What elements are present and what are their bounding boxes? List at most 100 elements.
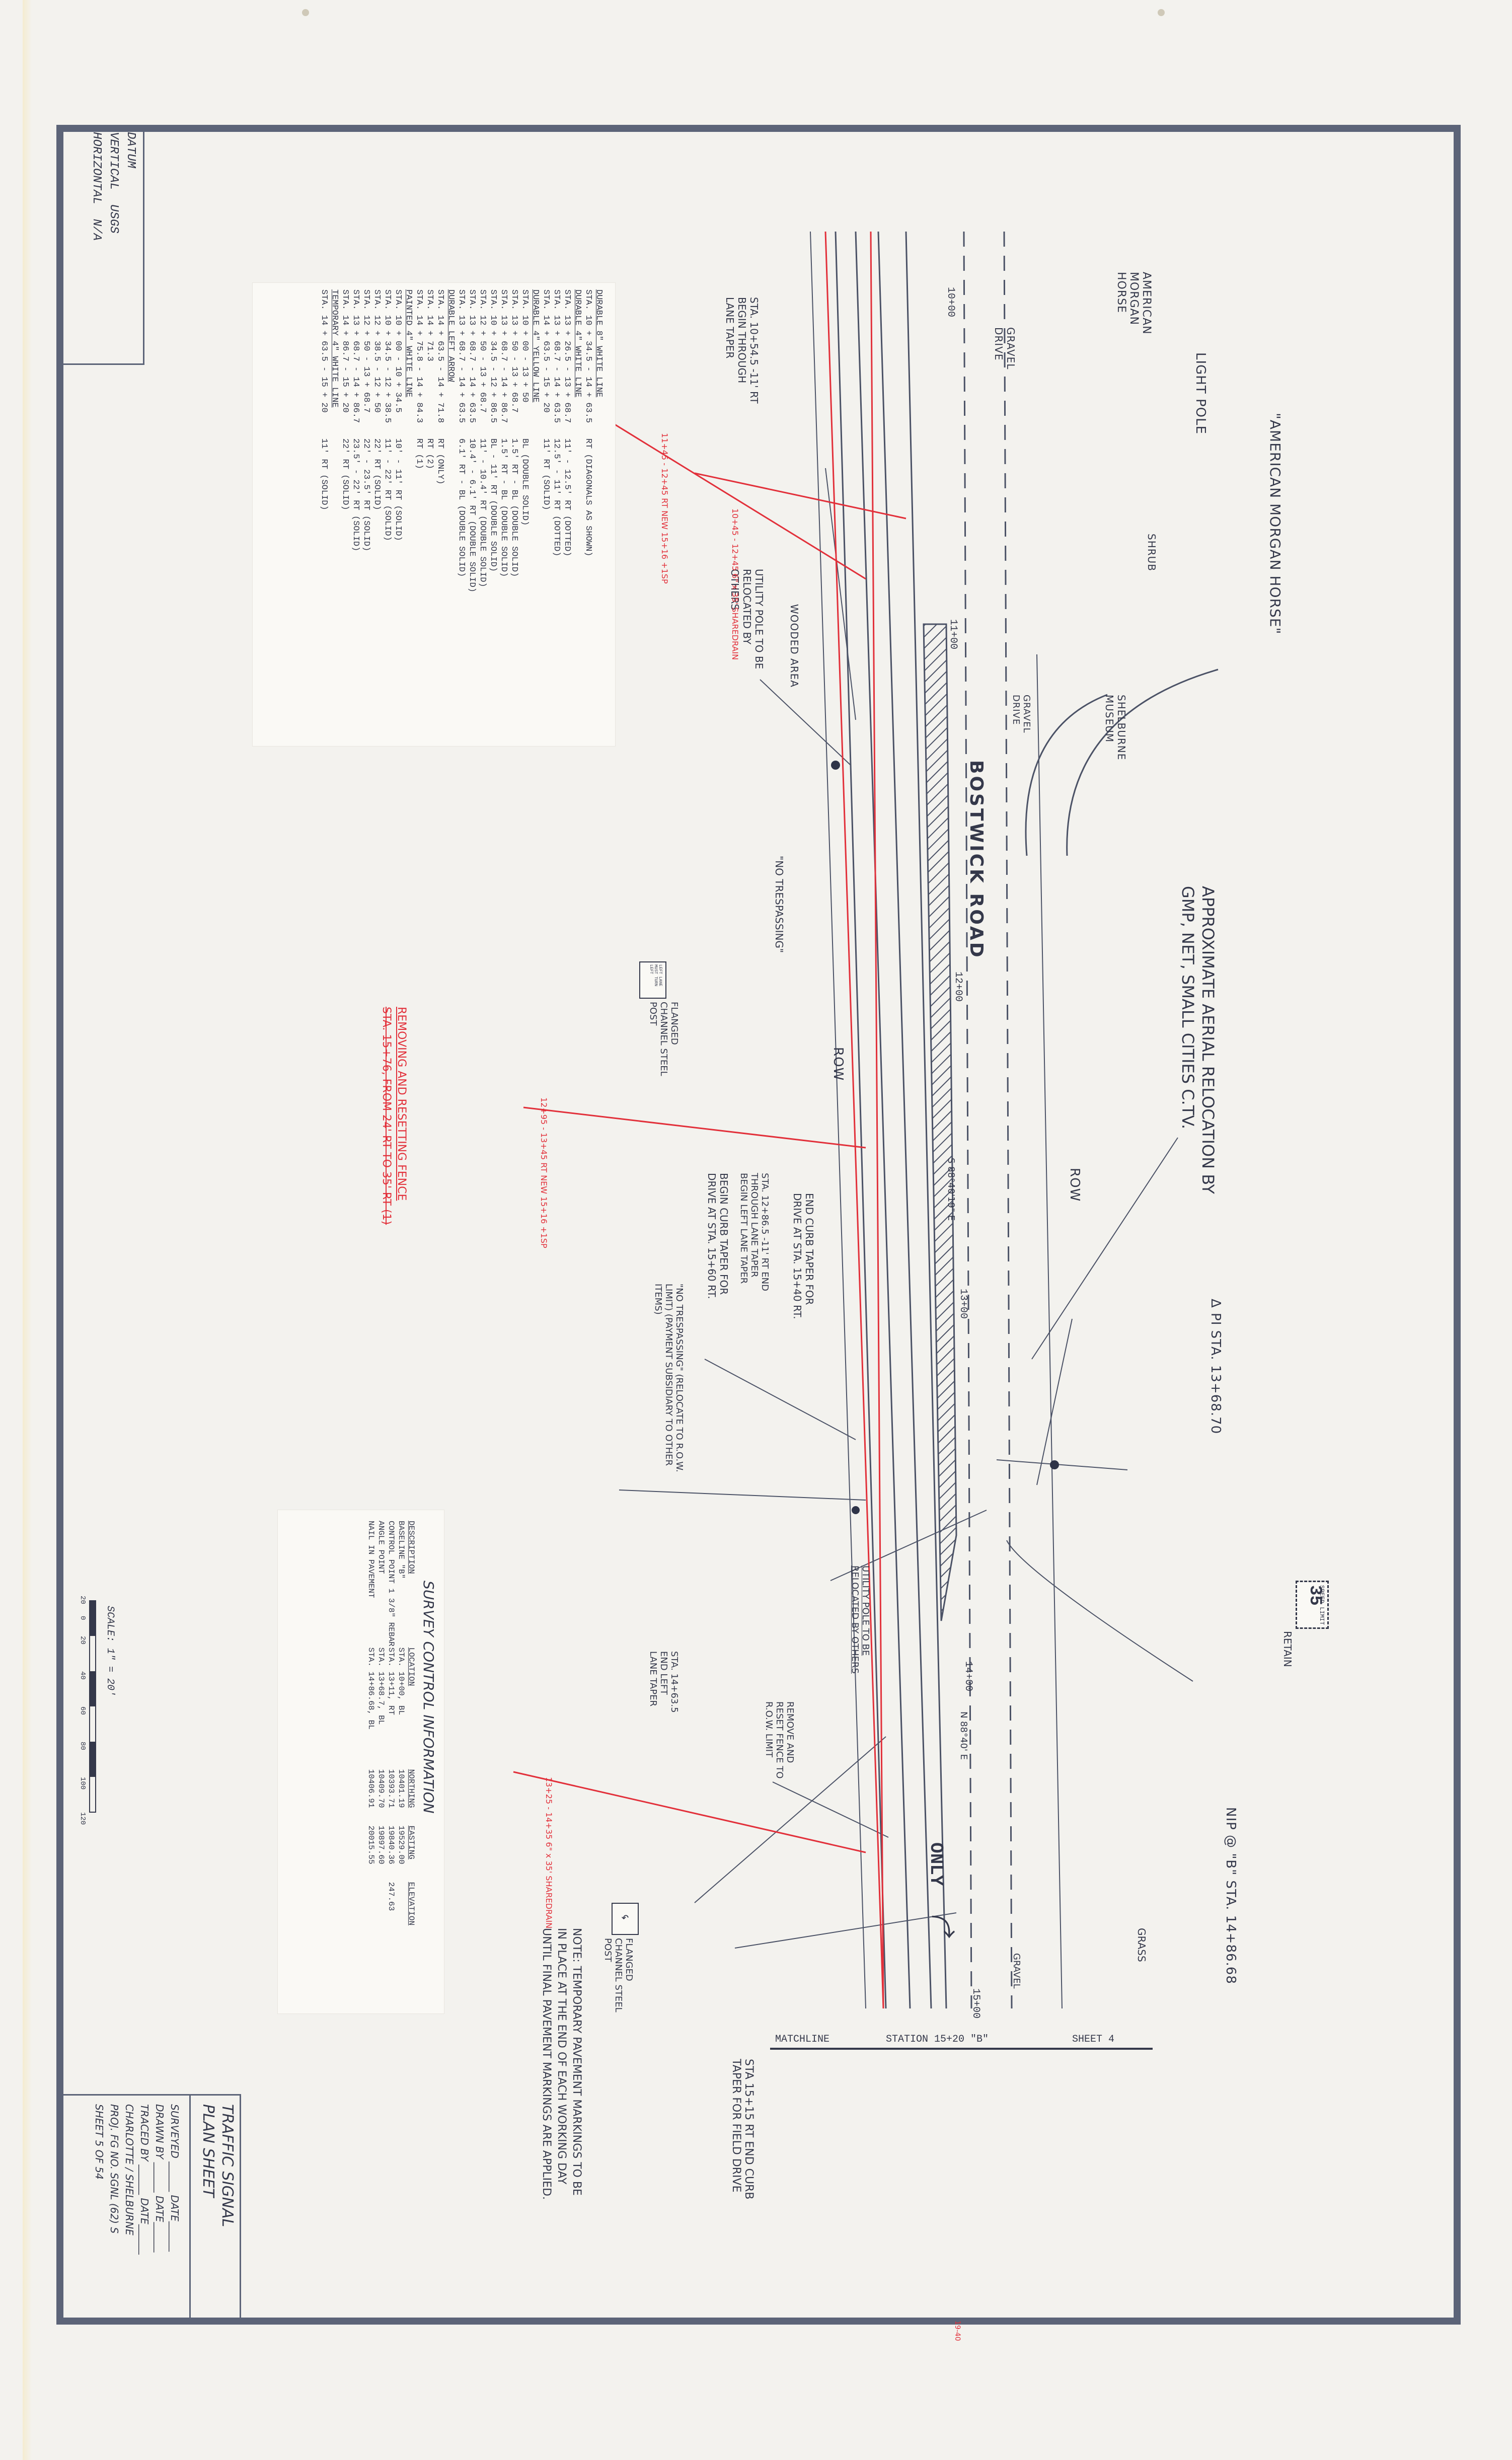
red-markup-line (513, 1771, 866, 1853)
marking-row: STA. 12 + 50 - 13 + 68.7 22' - 23.5' RT … (361, 289, 371, 552)
survey-cell: 19529.00 (397, 1825, 406, 1865)
survey-cell: CONTROL POINT 1 3/8" REBAR (387, 1521, 396, 1647)
scale-tick: 80 (79, 1742, 87, 1750)
speed-limit-text: SPEED LIMIT 35 (1305, 1585, 1325, 1625)
yellow-edge-stain (23, 0, 32, 2460)
marking-row: DURABLE 8" WHITE LINE (594, 289, 603, 398)
baseline (905, 231, 947, 2009)
survey-control-grid: DESCRIPTION LOCATION NORTHING EASTING EL… (366, 1520, 416, 1938)
marking-row: STA. 14 + 63.5 - 15 + 20 11' RT (SOLID) (541, 289, 551, 510)
project-field: PROJ. FG NO. SGNL (62) S (108, 2104, 120, 2234)
survey-control-table: SURVEY CONTROL INFORMATION DESCRIPTION L… (366, 1520, 437, 1938)
marking-row: STA. 14 + 63.5 - 14 + 71.8 RT (ONLY) (435, 289, 445, 485)
bearing-label: S 88°40'19" E (946, 1158, 956, 1221)
road-edge-line (835, 231, 887, 2009)
drawing-border (56, 125, 1461, 2325)
red-note: 13+25 - 14+35 6" x 35' SHAREDRAIN (544, 1777, 554, 1929)
survey-cell: STA. 14+86.68, BL (366, 1647, 375, 1730)
survey-cell: STA. 13+11, RT (387, 1647, 396, 1716)
title-line-2: PLAN SHEET (199, 2104, 217, 2198)
pi-station-label: Δ PI STA. 13+68.70 (1208, 1299, 1223, 1435)
survey-cell (396, 1882, 406, 1938)
red-markup-line (603, 417, 866, 580)
marking-row: STA. 14 + 71.3 RT (2) (425, 289, 434, 470)
museum-drive-edge (1066, 668, 1219, 856)
marking-row: STA. 10 + 00 - 10 + 34.5 10' - 11' RT (S… (393, 289, 403, 541)
red-note: 11+45 - 12+45 RT NEW 15+16 +1SP (660, 433, 669, 584)
title-line-1: TRAFFIC SIGNAL (218, 2104, 236, 2227)
gravel-drive-label: GRAVEL DRIVE (1011, 695, 1032, 733)
marking-row: STA. 10 + 34.5 - 14 + 63.5 RT (DIAGONALS… (583, 289, 593, 557)
station-label: 14+00 (962, 1661, 974, 1692)
utility-pole-symbol (831, 761, 840, 770)
speed-limit-value: 35 (1305, 1585, 1324, 1606)
survey-header-cell: LOCATION (407, 1647, 416, 1686)
museum-drive-edge (1025, 694, 1108, 856)
survey-cell: ANGLE POINT (376, 1521, 386, 1574)
red-note: 12+95 - 13+45 RT NEW 15+16 +1SP (539, 1097, 549, 1248)
marking-row: STA. 13 + 68.7 - 14 + 86.7 1.5' RT - BL … (499, 289, 508, 577)
station-label: 15+00 (970, 1988, 981, 2019)
marking-row: STA. 14 + 63.5 - 15 + 20 11' RT (SOLID) (319, 289, 329, 510)
drawn-field: DRAWN BY ______ DATE______ (154, 2104, 166, 2253)
survey-cell: STA. 13+68.7, BL (376, 1647, 386, 1725)
hatched-median (923, 623, 957, 1621)
marking-row: STA. 13 + 68.7 - 14 + 86.7 23.5' - 22' R… (351, 289, 360, 552)
row-line (810, 231, 866, 2009)
survey-row: ANGLE POINT STA. 13+68.7, BL 10409.70 19… (376, 1520, 386, 1938)
sheet-field: SHEET 5 OF 54 (93, 2104, 105, 2180)
road-edge-dashed (1003, 231, 1013, 2009)
station-label: 13+00 (957, 1289, 969, 1319)
survey-cell: 20015.55 (366, 1825, 375, 1865)
no-trespassing-relocate-label: "NO TRESPASSING" (RELOCATE TO R.O.W. LIM… (653, 1284, 685, 1472)
begin-curb-taper-label: BEGIN CURB TAPER FOR DRIVE AT STA. 15+60… (706, 1173, 730, 1299)
flanged-channel-label: FLANGED CHANNEL STEEL POST (648, 1002, 679, 1076)
scale-tick: 120 (79, 1812, 87, 1825)
left-lane-sign: LEFT LANE MUST TURN LEFT (639, 961, 666, 999)
sheet4-label: SHEET 4 (1072, 2034, 1115, 2045)
datum-box-border (63, 132, 144, 365)
marking-row: STA. 13 + 68.7 - 14 + 63.5 6.1' RT - BL … (457, 289, 466, 577)
red-note: 10+45 - 12+45 6" x 35' SHAREDRAIN (730, 508, 740, 660)
utility-pole-symbol (852, 1506, 860, 1514)
marking-row: PAINTED 4" WHITE LINE (404, 289, 413, 398)
marking-row: STA. 10 + 34.5 - 12 + 38.5 11' - 22' RT … (383, 289, 392, 541)
grass-label: GRASS (1136, 1928, 1148, 1962)
survey-cell: 10393.71 (387, 1769, 396, 1808)
marking-row: STA. 12 + 50 - 13 + 68.7 11' - 10.4' RT … (478, 289, 487, 587)
marking-row: STA. 12 + 38.5 - 12 + 50 22' RT (SOLID) (372, 289, 382, 510)
scale-ticks: 20020406080100120 (79, 1596, 87, 1832)
row-label: ROW (1067, 1168, 1082, 1202)
retain-label: RETAIN (1281, 1631, 1294, 1667)
sta-curb-end-label: STA 15+15 RT END CURB TAPER FOR FIELD DR… (730, 2059, 755, 2200)
marking-row: STA. 13 + 26.5 - 13 + 68.7 11' - 12.5' R… (562, 289, 572, 557)
left-lane-sign-text: LEFT LANE MUST TURN LEFT (649, 964, 662, 987)
traced-field: TRACED BY ______ DATE______ (138, 2104, 150, 2255)
town-field: CHARLOTTE / SHELBURNE (123, 2104, 135, 2235)
nip-label: NIP @ "B" STA. 14+86.68 (1223, 1807, 1238, 1984)
survey-cell: 10401.19 (397, 1769, 406, 1808)
row-line (1036, 654, 1063, 2009)
title-block (63, 2094, 241, 2319)
gravel-drive-label: GRAVEL DRIVE (993, 327, 1017, 370)
scale-tick: 20 (79, 1636, 87, 1645)
red-markup-line (523, 1106, 866, 1149)
wooded-area-label: WOODED AREA (788, 604, 800, 688)
title-block-fields: SURVEYED ______ DATE______ DRAWN BY ____… (92, 2104, 182, 2255)
marking-row: STA. 13 + 68.7 - 14 + 63.5 10.4' - 6.1' … (467, 289, 477, 592)
fence-range-note: STA. 15+76, FROM 24' RT TO 35' RT (1) (380, 1007, 393, 1225)
marking-row: TEMPORARY 4" WHITE LINE (330, 289, 339, 408)
red-markup-line (824, 231, 884, 2009)
marking-row: DURABLE LEFT ARROW (446, 289, 456, 382)
light-pole-label: LIGHT POLE (1193, 352, 1208, 435)
survey-cell: STA. 10+00, BL (397, 1647, 406, 1716)
marking-row: STA. 10 + 34.5 - 12 + 86.5 BL - 11' RT (… (488, 289, 498, 572)
horse-label: "AMERICAN MORGAN HORSE" (1267, 413, 1283, 635)
scale-label: SCALE: 1" = 20' (104, 1606, 116, 1697)
survey-header-row: DESCRIPTION LOCATION NORTHING EASTING EL… (406, 1520, 416, 1938)
scale-bar (89, 1600, 96, 1813)
road-edge-line (877, 231, 932, 2009)
title-block-divider (189, 2094, 191, 2318)
corner-mark: 19-40 (953, 2321, 961, 2341)
station-label: 11+00 (947, 619, 959, 650)
